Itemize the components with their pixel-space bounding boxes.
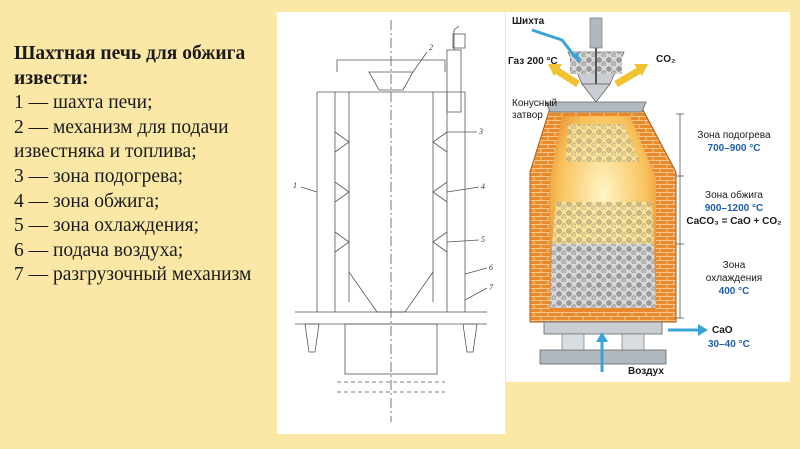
co2-arrow (614, 66, 642, 88)
discharge-mechanism (344, 323, 438, 375)
label-cone-valve-2: затвор (512, 110, 543, 121)
discharge-chute-left (561, 333, 585, 351)
zone-burn-temp: 900–1200 °C (705, 203, 764, 214)
legend: Шахтная печь для обжига извести: 1 — шах… (14, 42, 276, 288)
charge-arrow-head (572, 52, 580, 64)
label-air: Воздух (628, 366, 664, 377)
feed-pipe-hopper (452, 33, 466, 49)
label-cao: CaO (712, 325, 733, 336)
support-right (462, 323, 478, 353)
charge-arrow (531, 28, 578, 59)
drawing-number-5: 5 (481, 235, 485, 244)
legend-item-4: 4 — зона обжига; (14, 190, 160, 212)
leader-4 (446, 186, 480, 193)
preheat-stones (566, 124, 640, 162)
furnace-cap (545, 101, 647, 113)
feeder-hopper (368, 71, 414, 91)
legend-item-7: 7 — разгрузочный механизм (14, 264, 252, 286)
zone-cool-label-2: охлаждения (706, 273, 762, 284)
legend-title: Шахтная печь для обжига извести: (14, 43, 246, 89)
furnace-diagram: Шихта Газ 200 °C CO₂ Конусный затвор Зон… (506, 12, 790, 382)
zone-preheat-temp: 700–900 °C (708, 143, 761, 154)
technical-drawing: 2 3 1 4 5 6 7 (277, 12, 505, 434)
leader-2 (412, 51, 428, 73)
legend-item-5: 5 — зона охлаждения; (14, 215, 200, 237)
feeder-frame (336, 59, 446, 72)
label-gas: Газ 200 °C (508, 56, 558, 67)
label-co2: CO₂ (656, 54, 675, 65)
label-charge: Шихта (512, 16, 545, 27)
zone-cool-label-1: Зона (723, 260, 746, 271)
zone-burn-label: Зона обжига (705, 189, 763, 201)
baffles-left (334, 131, 350, 253)
cao-arrow-head (698, 324, 708, 336)
drawing-number-1: 1 (293, 181, 297, 190)
cooling-stones (550, 244, 656, 308)
legend-item-2: 2 — механизм для подачи известняка и топ… (14, 116, 229, 163)
co2-arrow-head (634, 64, 648, 76)
feed-pipe-top (453, 25, 460, 50)
drawing-number-6: 6 (489, 263, 493, 272)
drawing-number-3: 3 (478, 127, 483, 136)
reaction-equation: CaCO₃ = CaO + CO₂ (686, 216, 781, 227)
zone-preheat-label: Зона подогрева (697, 130, 771, 141)
gas-arrow (554, 67, 580, 87)
leader-6 (464, 267, 488, 275)
leader-7 (464, 287, 488, 301)
legend-item-1: 1 — шахта печи; (14, 92, 153, 114)
burn-stones (552, 202, 654, 244)
furnace-diagram-svg: Шихта Газ 200 °C CO₂ Конусный затвор Зон… (508, 16, 782, 377)
label-cone-valve-1: Конусный (512, 98, 557, 109)
legend-item-3: 3 — зона подогрева; (14, 165, 184, 187)
feed-pipe (446, 49, 462, 113)
drawing-number-7: 7 (489, 283, 494, 292)
baffles-right (432, 131, 448, 253)
legend-item-6: 6 — подача воздуха; (14, 239, 184, 261)
drawing-number-2: 2 (429, 43, 433, 52)
discharge-grate (543, 321, 663, 335)
support-left (304, 323, 320, 353)
technical-drawing-svg: 2 3 1 4 5 6 7 (293, 20, 494, 422)
drawing-number-4: 4 (481, 182, 485, 191)
label-cao-temp: 30–40 °C (708, 339, 750, 350)
zone-cool-temp: 400 °C (719, 286, 750, 297)
leader-5 (446, 239, 480, 243)
gas-arrow-head (548, 64, 562, 76)
discharge-chute-right (621, 333, 645, 351)
leader-1 (300, 186, 318, 193)
hopper-chute (589, 17, 603, 49)
air-arrow-head (596, 332, 608, 342)
cone-valve (581, 83, 611, 103)
